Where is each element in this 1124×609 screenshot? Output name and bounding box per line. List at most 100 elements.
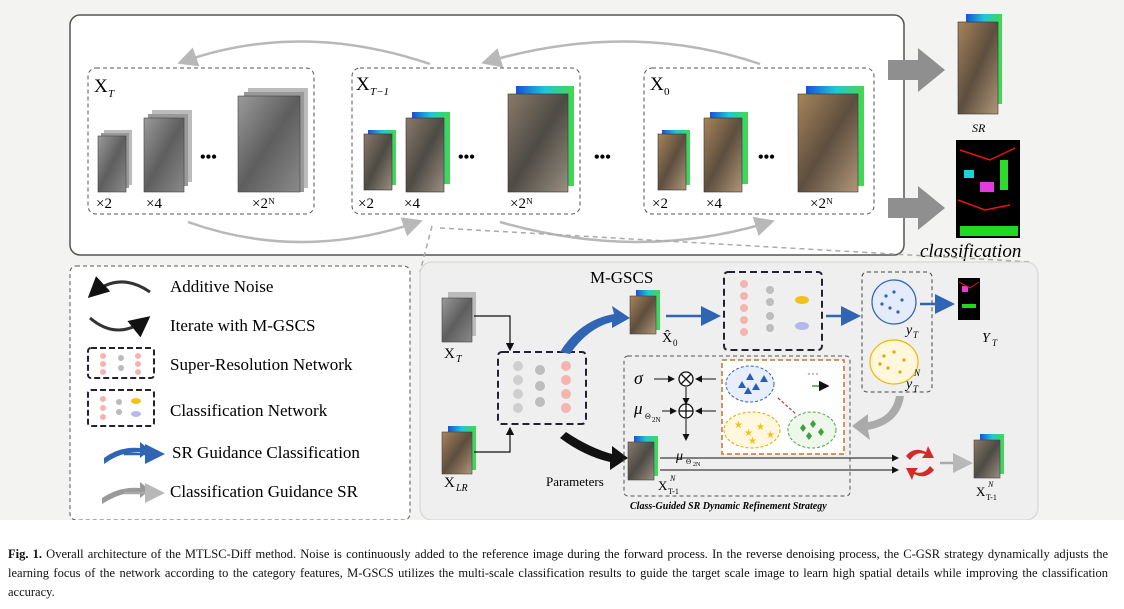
x0hat-sub: 0	[673, 338, 678, 348]
mix-cube-x2	[363, 130, 396, 191]
detail-classification-network	[723, 271, 823, 351]
x0hat-image	[629, 290, 660, 335]
scale-xt1-1: ×2	[358, 196, 374, 212]
svg-text:★: ★	[734, 420, 743, 431]
group-x0-label: X	[650, 74, 664, 95]
mu-symbol: μ	[633, 399, 643, 418]
gray-curve-arrow	[852, 396, 904, 440]
mu-sub-2: Θ	[686, 458, 691, 466]
iterate-arrow-icon	[89, 316, 151, 338]
ellipsis-1: •••	[200, 149, 217, 166]
xt1n-out-sub: T-1	[986, 493, 997, 502]
figure-caption: Fig. 1. Overall architecture of the MTLS…	[8, 545, 1108, 602]
black-curve-arrow	[560, 432, 628, 470]
xt1n-sub: T-1	[668, 487, 679, 496]
noise-cube-x4	[143, 110, 192, 193]
bottom-arc-right	[499, 216, 775, 244]
mgscs-title: M-GSCS	[590, 268, 653, 287]
legend-label-iterate: Iterate with M-GSCS	[170, 316, 315, 335]
svg-text:★: ★	[766, 430, 775, 441]
group-xt-label: X	[94, 76, 108, 97]
scale-x0-2: ×4	[706, 196, 722, 212]
xt1n-out-label: X	[976, 484, 986, 499]
legend-label-classification-guidance: Classification Guidance SR	[170, 482, 359, 501]
mu-sub2-2: 2N	[693, 462, 701, 468]
output-arrow-sr	[888, 48, 945, 92]
group-xt-sub: T	[108, 88, 115, 100]
caption-label: Fig. 1.	[8, 547, 43, 561]
xt1n-output-image	[973, 434, 1004, 479]
xt1n-sup: N	[669, 474, 676, 483]
sr-output-image	[957, 14, 1002, 115]
x0hat-label: X̂	[662, 329, 672, 346]
ytn-label: y	[904, 377, 913, 392]
yt-ellipse	[871, 279, 917, 325]
detail-sr-network	[497, 351, 587, 425]
strategy-label: Class-Guided SR Dynamic Refinement Strat…	[630, 501, 827, 512]
svg-text:★: ★	[748, 436, 757, 447]
top-arc-left	[177, 40, 431, 67]
xlr-input-sub: LR	[455, 483, 468, 494]
clear-cube-x2	[657, 130, 690, 191]
output-arrow-classification	[888, 186, 945, 230]
mu-symbol-2: μ	[675, 449, 683, 464]
yt-map-sub: T	[992, 338, 998, 348]
mu-sub2: 2N	[652, 416, 661, 424]
scale-xt-2: ×4	[146, 196, 162, 212]
group-x0-sub: 0	[664, 86, 670, 98]
group-xt1: X T−1 ••• ×2 ×4 ×2ᴺ	[351, 67, 581, 215]
xt1n-label: X	[658, 478, 668, 493]
sr-network-icon	[87, 347, 155, 379]
sigma-symbol: σ	[634, 368, 644, 388]
mu-sub: Θ	[645, 412, 651, 421]
group-xt: X T ••• ×2 ×4 ×2ᴺ	[87, 67, 315, 215]
clear-cube-x4	[703, 112, 748, 193]
blue-curve-arrow	[560, 306, 630, 354]
scale-xt-3: ×2ᴺ	[252, 196, 275, 212]
additive-noise-arrow-icon	[87, 276, 151, 299]
ellipsis-3: •••	[758, 149, 775, 166]
legend-label-sr-guidance: SR Guidance Classification	[172, 443, 360, 462]
mix-cube-x4	[405, 112, 450, 193]
blue-guidance-arrow-icon	[104, 442, 165, 464]
xt1n-out-sup: N	[987, 480, 994, 489]
classification-network-icon	[87, 389, 155, 427]
ellipsis-between: •••	[594, 149, 611, 166]
architecture-figure: X T ••• ×2 ×4 ×2ᴺ X T−1 ••• ×2 ×4 ×2ᴺ	[0, 0, 1124, 521]
parameters-label: Parameters	[546, 474, 604, 489]
legend-label-additive-noise: Additive Noise	[170, 277, 273, 296]
xt-input-sub: T	[456, 354, 463, 365]
red-cycle-icon	[906, 446, 934, 480]
xlr-input-label: X	[444, 475, 455, 491]
yt-sub: T	[913, 330, 919, 340]
ytn-sup: N	[913, 368, 921, 378]
group-xt1-sub: T−1	[370, 86, 389, 98]
ytn-sub: T	[913, 384, 919, 394]
noise-cube-x2n	[237, 88, 308, 193]
noise-cube-x2	[97, 130, 132, 193]
scale-xt1-2: ×4	[404, 196, 420, 212]
legend-label-classification-network: Classification Network	[170, 401, 328, 420]
svg-text:★: ★	[756, 422, 765, 433]
xt-input-image	[441, 292, 476, 343]
top-arc-right	[481, 40, 761, 68]
clear-cube-x2n	[797, 86, 864, 193]
xlr-input-image	[441, 426, 476, 475]
group-xt1-label: X	[356, 74, 370, 95]
legend-label-sr-network: Super-Resolution Network	[170, 355, 353, 374]
xt1n-image	[627, 436, 658, 481]
yt-label: y	[904, 323, 913, 338]
mix-cube-x2n	[507, 86, 574, 193]
gray-guidance-arrow-icon	[102, 482, 165, 504]
caption-text: Overall architecture of the MTLSC-Diff m…	[8, 547, 1109, 599]
scale-xt-1: ×2	[96, 196, 112, 212]
forward-process-frame	[69, 14, 905, 256]
classification-output-image	[956, 140, 1020, 238]
svg-text:★: ★	[744, 428, 753, 439]
scale-x0-3: ×2ᴺ	[810, 196, 833, 212]
sr-output-label: SR	[972, 121, 986, 135]
scale-x0-1: ×2	[652, 196, 668, 212]
xt-input-label: X	[444, 346, 455, 362]
scale-xt1-3: ×2ᴺ	[510, 196, 533, 212]
yt-map-image	[958, 278, 980, 320]
